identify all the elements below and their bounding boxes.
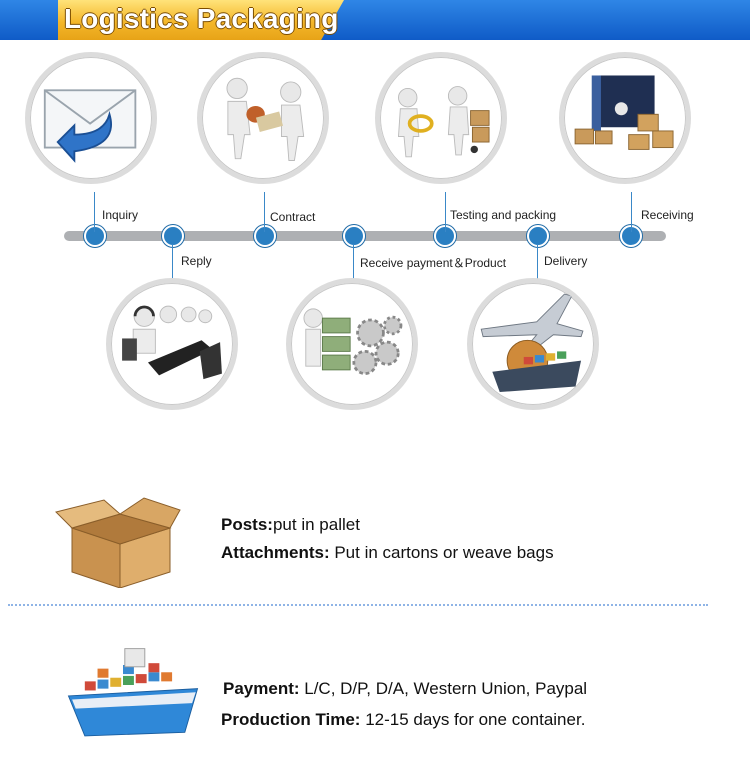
- step-label-reply: Reply: [181, 254, 212, 268]
- tick-payment: [353, 244, 354, 280]
- step-label-contract: Contract: [270, 210, 316, 224]
- carton-box-icon: [55, 497, 181, 588]
- plane-ship-globe-icon: [480, 293, 584, 393]
- cargo-ship-icon: [67, 648, 199, 737]
- step-label-inquiry: Inquiry: [102, 208, 139, 222]
- step-label-delivery: Delivery: [544, 254, 588, 268]
- timeline-dot-reply: [162, 225, 184, 247]
- attachments-info: Attachments: Put in cartons or weave bag…: [221, 543, 554, 563]
- tick-delivery: [537, 244, 538, 280]
- tick-inquiry: [94, 192, 95, 232]
- payment-value: L/C, D/P, D/A, Western Union, Paypal: [299, 679, 588, 698]
- timeline-dot-delivery: [527, 225, 549, 247]
- payment-image: [286, 278, 418, 410]
- payment-info: Payment: L/C, D/P, D/A, Western Union, P…: [223, 679, 587, 699]
- step-label-testing: Testing and packing: [450, 208, 557, 222]
- testing-packing-image: [375, 52, 507, 184]
- receiving-image: [559, 52, 691, 184]
- envelope-reply-icon: [43, 89, 137, 163]
- tick-testing: [445, 192, 446, 232]
- attachments-label: Attachments:: [221, 543, 330, 562]
- inquiry-image: [25, 52, 157, 184]
- process-timeline: [64, 225, 666, 247]
- contract-handshake-icon: [226, 77, 305, 161]
- timeline-dot-payment: [343, 225, 365, 247]
- timeline-dot-inquiry: [84, 225, 106, 247]
- tick-reply: [172, 244, 173, 280]
- section-divider: [8, 604, 708, 606]
- attachments-value: Put in cartons or weave bags: [329, 543, 554, 562]
- step-label-payment: Receive payment＆Product: [360, 256, 507, 270]
- production-time-value: 12-15 days for one container.: [360, 710, 586, 729]
- testing-packing-icon: [397, 86, 490, 158]
- tick-receiving: [631, 192, 632, 232]
- production-time-label: Production Time:: [221, 710, 361, 729]
- container-boxes-icon: [574, 75, 674, 150]
- delivery-image: [467, 278, 599, 410]
- contract-image: [197, 52, 329, 184]
- reply-image: [106, 278, 238, 410]
- payment-label: Payment:: [223, 679, 300, 698]
- posts-label: Posts:: [221, 515, 273, 534]
- header-title-tab: [58, 0, 344, 40]
- call-center-icon: [122, 305, 222, 380]
- step-label-receiving: Receiving: [641, 208, 694, 222]
- money-gears-icon: [303, 308, 403, 375]
- production-time-info: Production Time: 12-15 days for one cont…: [221, 710, 585, 730]
- posts-value: put in pallet: [272, 515, 360, 534]
- page-title: Logistics Packaging: [64, 3, 339, 34]
- tick-contract: [264, 192, 265, 232]
- posts-info: Posts:put in pallet: [221, 515, 360, 535]
- timeline-dot-contract: [254, 225, 276, 247]
